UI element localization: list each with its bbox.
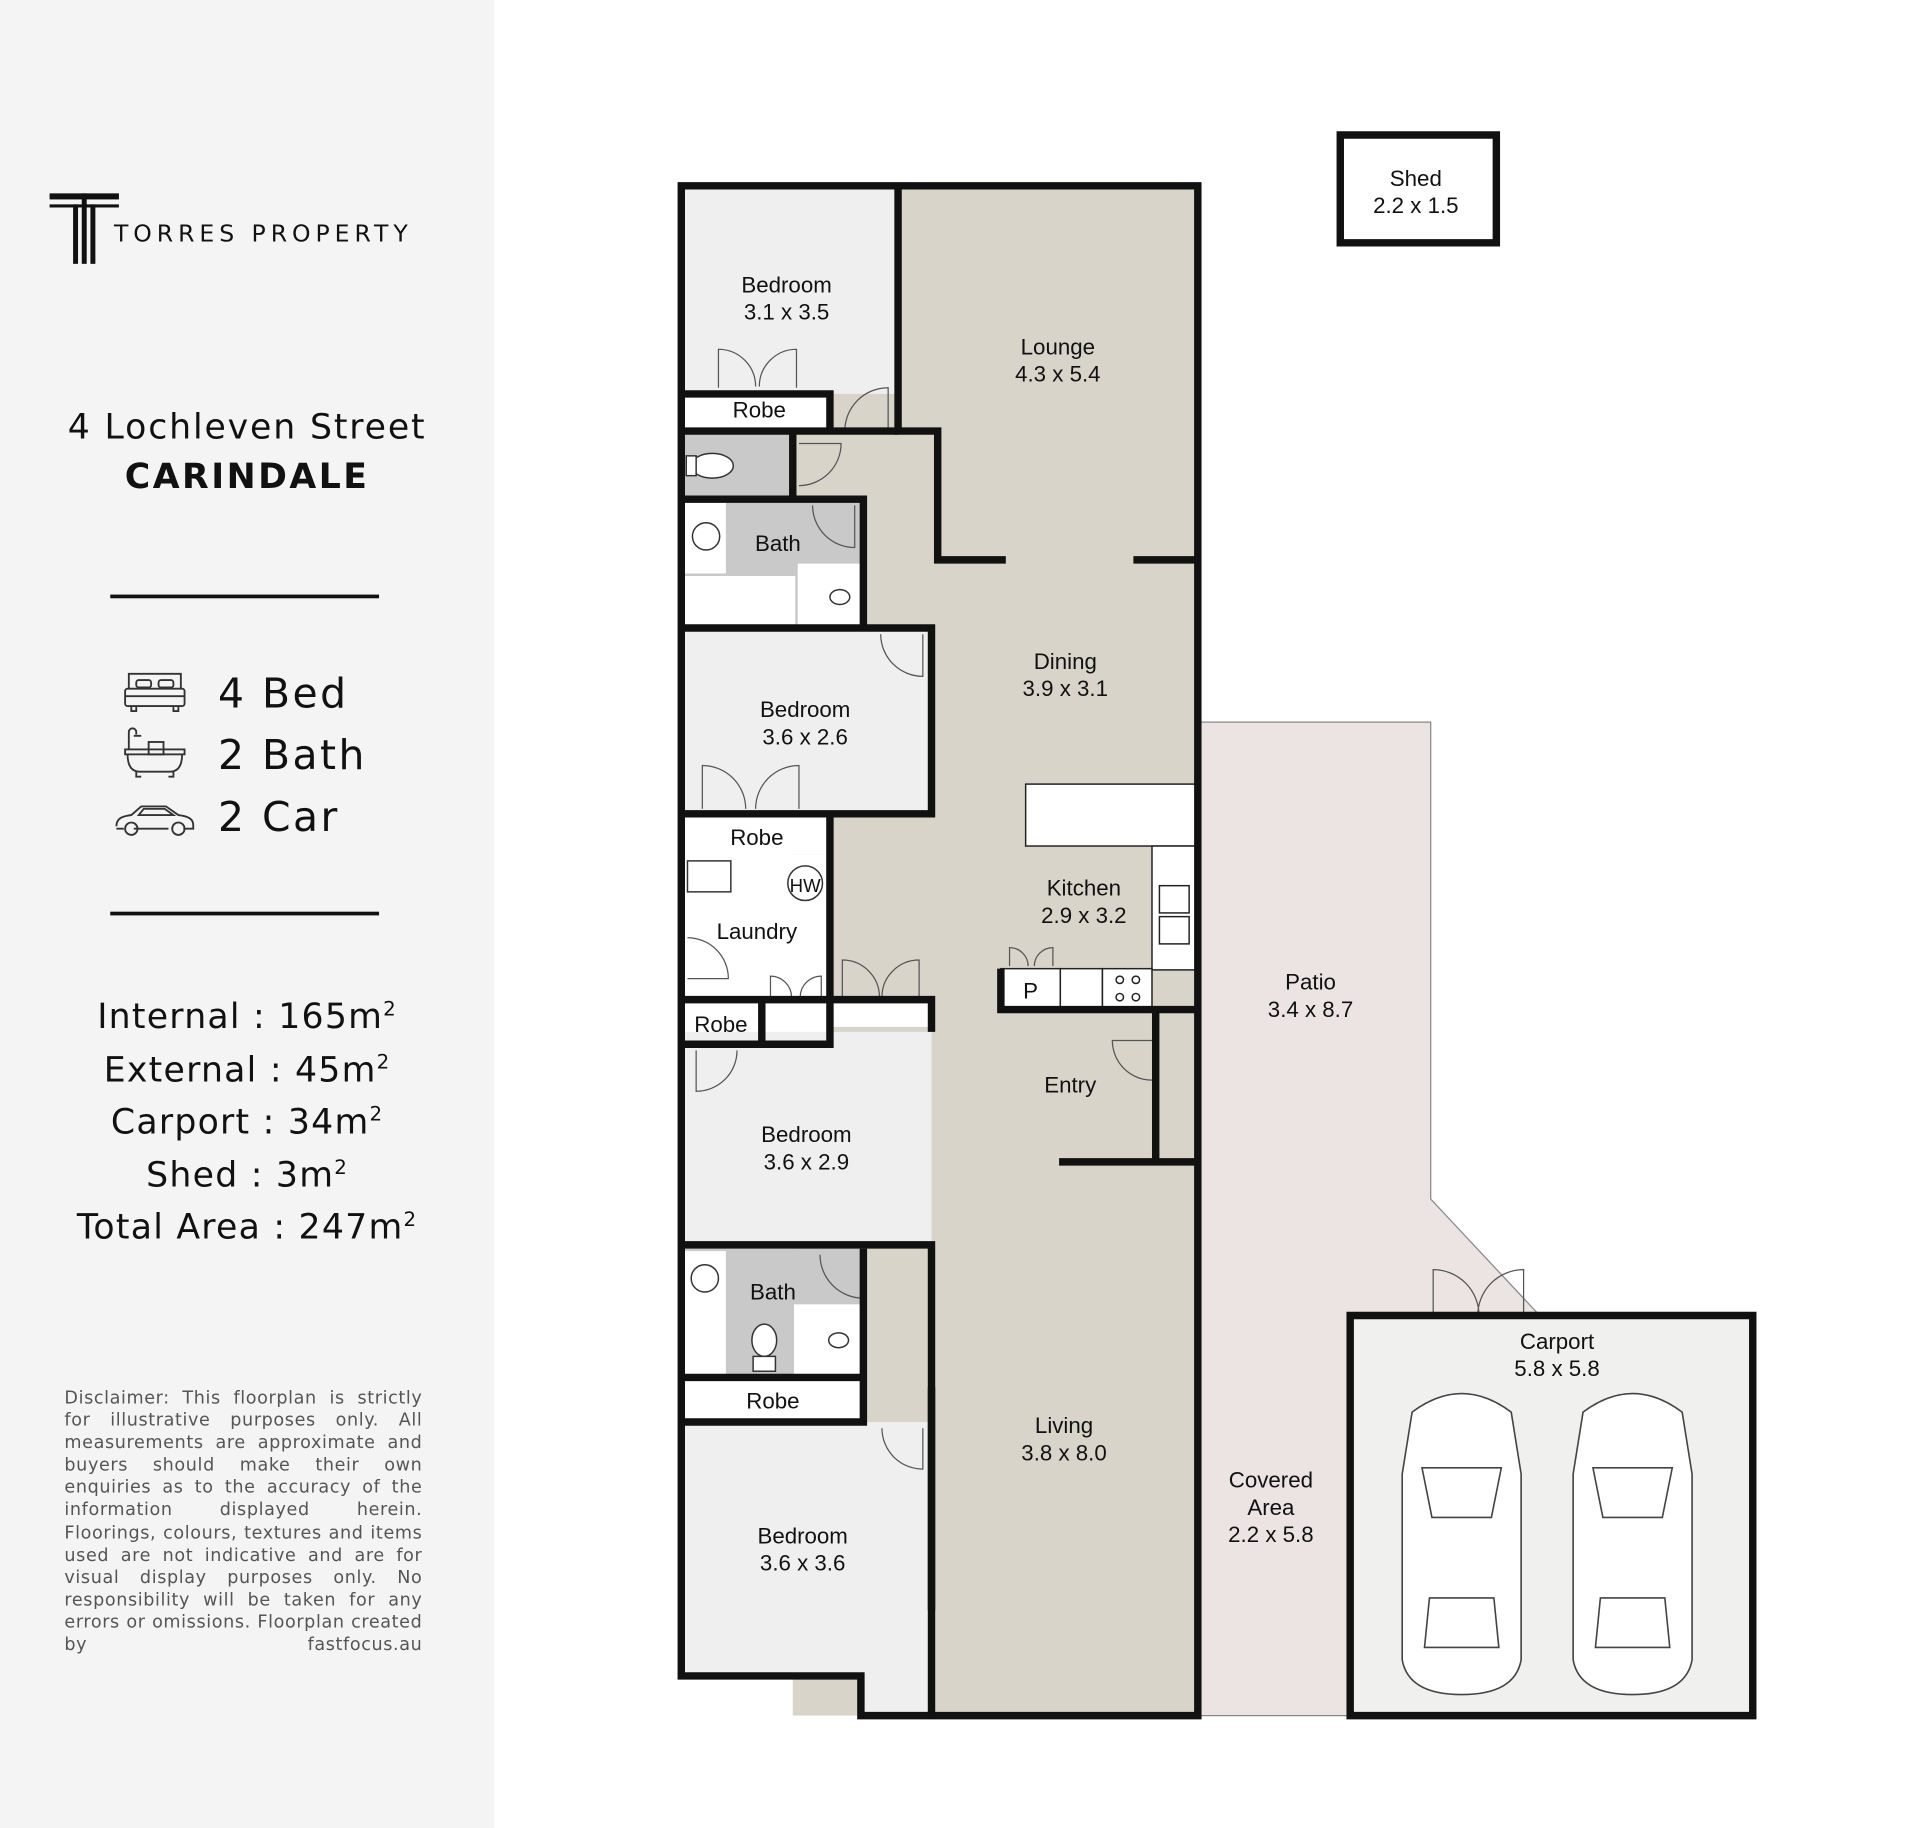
address-suburb: CARINDALE xyxy=(124,455,370,497)
room-dims: 4.3 x 5.4 xyxy=(1015,362,1100,387)
torres-logo-icon xyxy=(49,193,119,264)
room-name: Patio xyxy=(1285,970,1336,995)
room-name: Robe xyxy=(746,1388,799,1413)
room-dims: 2.9 x 3.2 xyxy=(1041,903,1126,928)
room-name: Bedroom xyxy=(757,1523,847,1548)
bedroom-4-floor xyxy=(681,1422,930,1676)
room-dims: 3.9 x 3.1 xyxy=(1023,676,1108,701)
room-name: Entry xyxy=(1044,1073,1097,1098)
hw-label: HW xyxy=(790,875,821,896)
room-name: Living xyxy=(1035,1413,1093,1438)
room-name: Bath xyxy=(750,1279,796,1304)
room-dims: 5.8 x 5.8 xyxy=(1514,1356,1599,1381)
area-external: External : 45m2 xyxy=(103,1049,391,1091)
robe-2-floor xyxy=(681,813,830,855)
area-total: Total Area : 247m2 xyxy=(76,1206,418,1248)
bath-icon xyxy=(124,727,186,778)
room-dims: 3.4 x 8.7 xyxy=(1268,997,1353,1022)
room-dims: 3.6 x 3.6 xyxy=(760,1551,845,1576)
room-name: Laundry xyxy=(717,919,798,944)
disclaimer: Disclaimer: This floorplan is strictly f… xyxy=(64,1388,423,1655)
room-name: Robe xyxy=(733,397,786,422)
room-dims: 2.2 x 1.5 xyxy=(1373,193,1458,218)
room-name: Robe xyxy=(730,825,783,850)
address-street: 4 Lochleven Street xyxy=(67,406,427,448)
car-icon xyxy=(1401,1392,1693,1696)
divider xyxy=(110,911,380,916)
room-name: Bedroom xyxy=(741,272,831,297)
bath-count: 2 Bath xyxy=(218,730,367,780)
room-dims: 3.6 x 2.6 xyxy=(762,724,847,749)
car-count: 2 Car xyxy=(218,792,340,842)
room-name: Bedroom xyxy=(761,1122,851,1147)
bedroom-1-floor xyxy=(681,185,899,394)
room-name: Kitchen xyxy=(1047,876,1121,901)
room-dims: 2.2 x 5.8 xyxy=(1228,1522,1313,1547)
area-carport: Carport : 34m2 xyxy=(110,1101,384,1143)
bed-icon xyxy=(124,672,186,712)
room-name: Shed xyxy=(1390,166,1442,191)
brand-name: TORRES PROPERTY xyxy=(113,220,413,248)
room-name: Dining xyxy=(1034,649,1097,674)
kitchen-counters xyxy=(1000,783,1197,1011)
area-shed: Shed : 3m2 xyxy=(146,1154,349,1196)
car-icon xyxy=(115,805,195,836)
fixtures xyxy=(685,452,851,1372)
robe-4-floor xyxy=(681,1377,864,1423)
bedroom-3-floor xyxy=(681,1031,932,1245)
pantry-label: P xyxy=(1023,978,1038,1003)
robe-1-floor xyxy=(681,393,830,429)
divider xyxy=(110,594,380,599)
bedroom-2-floor xyxy=(681,628,932,814)
room-name: Robe xyxy=(694,1012,747,1037)
area-internal: Internal : 165m2 xyxy=(97,995,398,1037)
room-name: Carport xyxy=(1520,1329,1595,1354)
bed-count: 4 Bed xyxy=(218,668,349,718)
hot-water-icon xyxy=(787,865,824,902)
room-name: Area xyxy=(1247,1495,1295,1520)
room-name: Covered xyxy=(1229,1468,1313,1493)
room-name: Bath xyxy=(755,531,801,556)
info-panel: TORRES PROPERTY 4 Lochleven Street CARIN… xyxy=(0,0,495,1828)
room-dims: 3.8 x 8.0 xyxy=(1021,1440,1106,1465)
walls xyxy=(677,131,1757,1720)
room-name: Bedroom xyxy=(760,697,850,722)
room-name: Lounge xyxy=(1021,334,1095,359)
room-dims: 3.1 x 3.5 xyxy=(744,300,829,325)
room-dims: 3.6 x 2.9 xyxy=(764,1149,849,1174)
